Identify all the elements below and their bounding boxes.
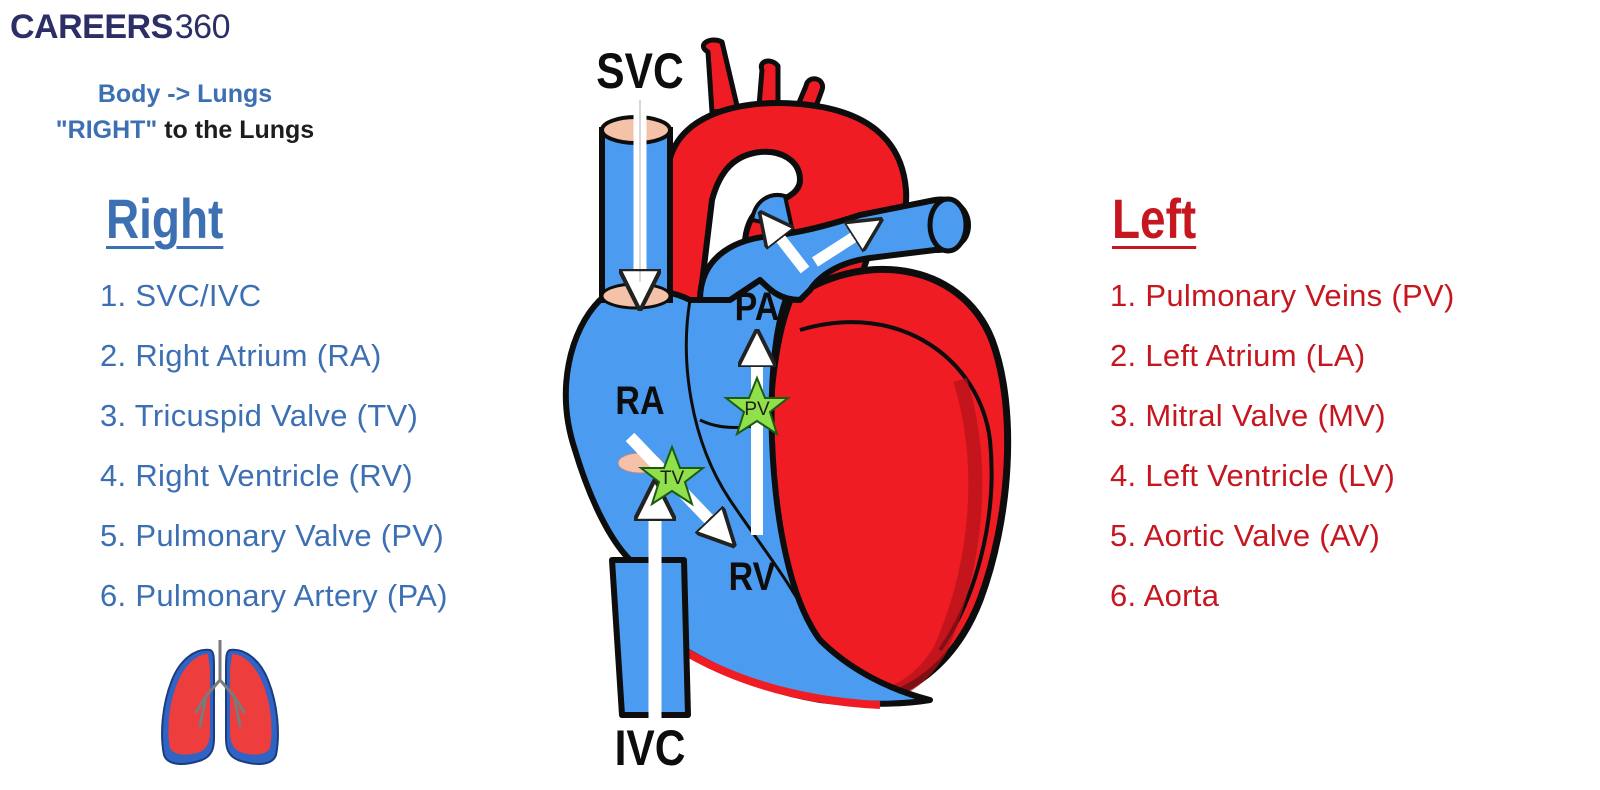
pa-label: PA [735,283,780,328]
right-list-item: 3. Tricuspid Valve (TV) [100,398,419,433]
left-list-item: 1. Pulmonary Veins (PV) [1110,278,1455,313]
right-list-item: 6. Pulmonary Artery (PA) [100,578,448,613]
subtitle: Body -> Lungs "RIGHT" to the Lungs [20,76,350,148]
right-list-item: 4. Right Ventricle (RV) [100,458,414,493]
left-list: 1. Pulmonary Veins (PV) 2. Left Atrium (… [1110,266,1455,626]
left-heading: Left [1112,187,1197,250]
subtitle-right-word: "RIGHT" [55,116,158,144]
right-list-item: 1. SVC/IVC [100,278,262,313]
left-list-item: 6. Aorta [1110,578,1220,613]
left-list-item: 3. Mitral Valve (MV) [1110,398,1386,433]
ra-label: RA [615,377,664,422]
left-list-item: 4. Left Ventricle (LV) [1110,458,1396,493]
ivc-label: IVC [615,720,686,776]
pulmonary-valve-star-icon [723,375,791,437]
left-list-item: 2. Left Atrium (LA) [1110,338,1366,373]
tricuspid-valve-star-icon [638,444,706,507]
careers360-logo: CAREERS360 [10,8,230,47]
right-list-item: 5. Pulmonary Valve (PV) [100,518,445,553]
subtitle-line-2: "RIGHT" to the Lungs [20,112,350,148]
right-list-item: 2. Right Atrium (RA) [100,338,382,373]
left-list-item: 5. Aortic Valve (AV) [1110,518,1381,553]
svc-label: SVC [596,43,683,99]
right-heading: Right [106,187,224,250]
rv-label: RV [729,553,776,598]
lungs-icon [161,640,279,765]
right-list: 1. SVC/IVC 2. Right Atrium (RA) 3. Tricu… [100,266,448,626]
subtitle-rest: to the Lungs [157,116,315,144]
tv-label: TV [660,468,685,489]
subtitle-line-1: Body -> Lungs [97,80,273,108]
flow-arrow-icon [630,100,868,735]
logo-text-careers: CAREERS [10,8,173,46]
heart-diagram-icon: SVC IVC RA RV PA TV PV [562,37,1012,776]
pv-label: PV [744,399,770,420]
logo-text-360: 360 [174,8,231,46]
